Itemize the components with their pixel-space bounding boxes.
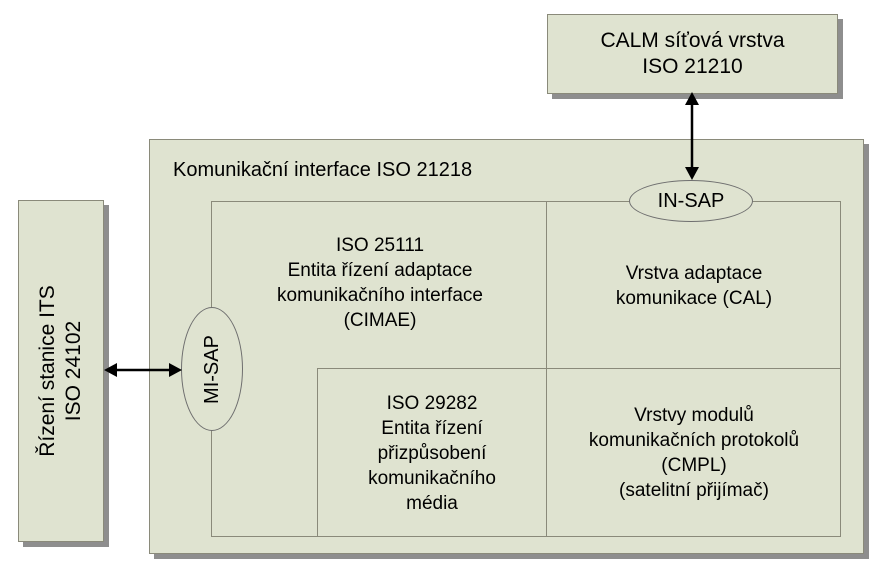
cmpl-line1: Vrstvy modulů xyxy=(634,405,754,426)
cmpl-line4: (satelitní přijímač) xyxy=(619,480,769,501)
calm-in-sap-arrow xyxy=(685,92,699,180)
cimae-line3: komunikačního interface xyxy=(277,285,483,306)
mi-sap-ellipse: MI-SAP xyxy=(181,307,243,431)
cmpl-line2: komunikačních protokolů xyxy=(588,430,800,451)
cal-line1: Vrstva adaptace xyxy=(625,263,763,284)
interface-box-title: Komunikační interface ISO 21218 xyxy=(173,159,473,181)
station-box-line2: ISO 24102 xyxy=(62,320,85,422)
iso29282-line4: komunikačního xyxy=(368,467,496,489)
cimae-line4: (CIMAE) xyxy=(343,310,417,331)
mi-sap-label: MI-SAP xyxy=(200,334,223,404)
station-mi-sap-arrow xyxy=(104,363,182,377)
iso29282-line1: ISO 29282 xyxy=(386,392,478,414)
in-sap-ellipse: IN-SAP xyxy=(629,180,753,222)
its-station-management-box: Řízení stanice ITS ISO 24102 xyxy=(18,200,104,542)
calm-network-layer-box: CALM síťová vrstva ISO 21210 xyxy=(547,14,838,94)
in-sap-label: IN-SAP xyxy=(657,189,725,212)
calm-box-line1: CALM síťová vrstva xyxy=(600,29,785,52)
grid-vertical-divider xyxy=(546,201,547,537)
cal-cell: Vrstva adaptace komunikace (CAL) xyxy=(548,256,840,316)
iso29282-line5: média xyxy=(406,492,458,514)
iso29282-line2: Entita řízení xyxy=(381,417,483,439)
iso29282-line3: přizpůsobení xyxy=(377,442,487,464)
grid-iso29282-left-divider xyxy=(317,368,318,537)
cimae-cell: ISO 25111 Entita řízení adaptace komunik… xyxy=(250,228,510,338)
cimae-line2: Entita řízení adaptace xyxy=(287,260,473,281)
station-box-line1: Řízení stanice ITS xyxy=(36,285,59,457)
calm-box-line2: ISO 21210 xyxy=(642,55,743,78)
grid-horizontal-divider xyxy=(317,368,841,369)
cmpl-cell: Vrstvy modulů komunikačních protokolů (C… xyxy=(548,398,840,508)
cimae-line1: ISO 25111 xyxy=(335,235,425,256)
iso29282-cell: ISO 29282 Entita řízení přizpůsobení kom… xyxy=(318,378,546,528)
cal-line2: komunikace (CAL) xyxy=(615,288,773,309)
cmpl-line3: (CMPL) xyxy=(661,455,727,476)
